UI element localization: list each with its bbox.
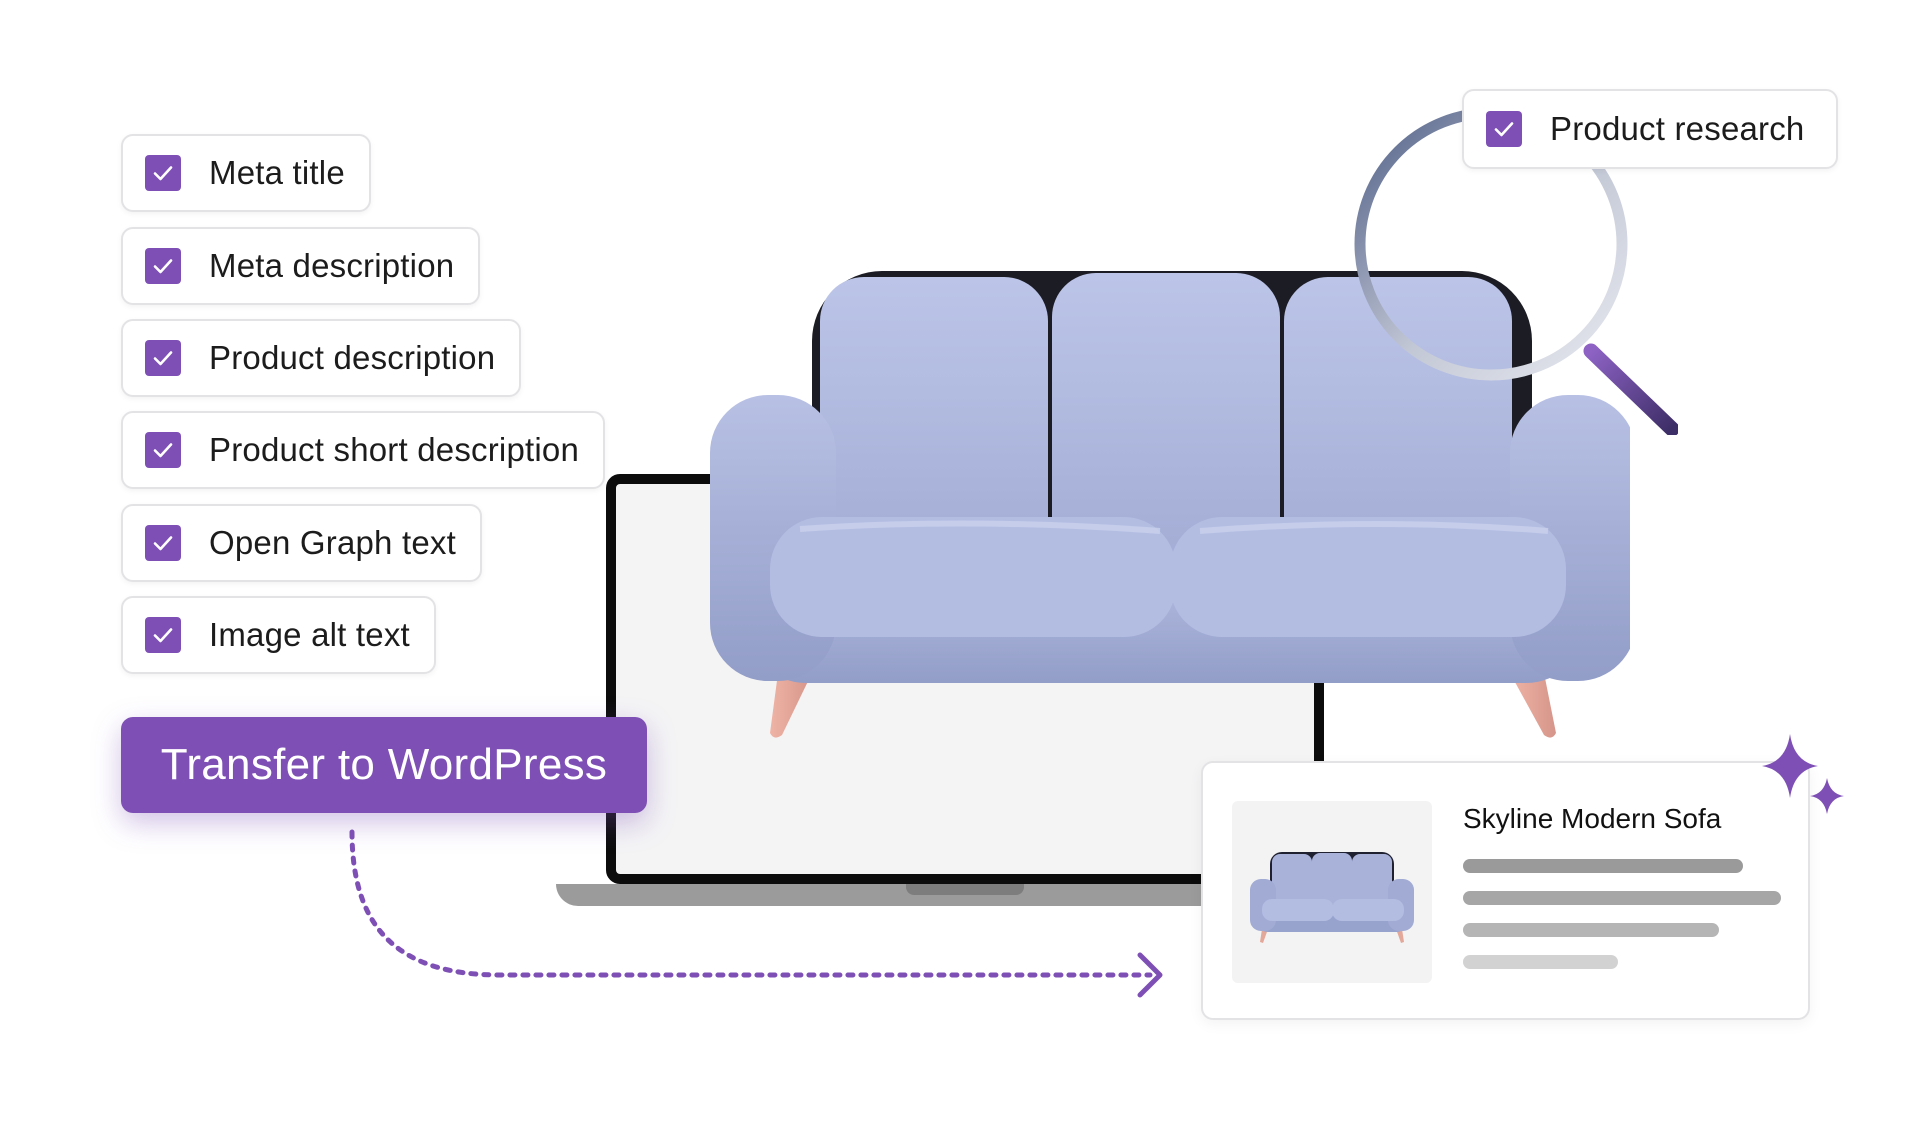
- laptop-base: [556, 884, 1374, 906]
- text-placeholder-line: [1463, 891, 1781, 905]
- checkmark-icon: [153, 443, 173, 458]
- checklist-label: Meta title: [209, 154, 345, 191]
- checkmark-icon: [153, 259, 173, 274]
- checkmark-icon: [153, 628, 173, 643]
- checkbox-checked[interactable]: [145, 525, 181, 561]
- checklist-label: Open Graph text: [209, 524, 456, 561]
- transfer-to-wordpress-button[interactable]: Transfer to WordPress: [121, 717, 647, 813]
- checkmark-icon: [153, 351, 173, 366]
- checkbox-checked[interactable]: [1486, 111, 1522, 147]
- checkmark-icon: [153, 536, 173, 551]
- checklist-label: Meta description: [209, 247, 455, 284]
- dotted-arrow: [349, 829, 1163, 998]
- laptop-notch: [906, 884, 1024, 895]
- sofa-image: [710, 271, 1630, 738]
- sofa-thumbnail-image: [1250, 852, 1414, 943]
- product-title: Skyline Modern Sofa: [1463, 803, 1722, 834]
- checklist-item-meta-title[interactable]: Meta title: [121, 134, 371, 212]
- checkmark-icon: [1494, 122, 1514, 137]
- checklist-item-open-graph-text[interactable]: Open Graph text: [121, 504, 482, 582]
- product-thumbnail: [1232, 801, 1432, 983]
- checkbox-checked[interactable]: [145, 617, 181, 653]
- checkbox-checked[interactable]: [145, 155, 181, 191]
- checklist-label: Image alt text: [209, 616, 410, 653]
- text-placeholder-line: [1463, 955, 1618, 969]
- checkbox-checked[interactable]: [145, 340, 181, 376]
- checkbox-checked[interactable]: [145, 432, 181, 468]
- checklist-item-meta-description[interactable]: Meta description: [121, 227, 481, 305]
- research-chip[interactable]: Product research: [1462, 89, 1838, 169]
- sparkle-icon: [1762, 734, 1844, 814]
- checklist-item-product-description[interactable]: Product description: [121, 319, 522, 397]
- product-card[interactable]: Skyline Modern Sofa: [1201, 761, 1810, 1020]
- checkmark-icon: [153, 166, 173, 181]
- checklist-label: Product short description: [209, 431, 580, 468]
- checklist-item-product-short-description[interactable]: Product short description: [121, 411, 606, 489]
- research-label: Product research: [1550, 110, 1805, 147]
- checklist-label: Product description: [209, 339, 496, 376]
- text-placeholder-line: [1463, 923, 1719, 937]
- text-placeholder-line: [1463, 859, 1743, 873]
- checkbox-checked[interactable]: [145, 248, 181, 284]
- checklist-item-image-alt-text[interactable]: Image alt text: [121, 596, 436, 674]
